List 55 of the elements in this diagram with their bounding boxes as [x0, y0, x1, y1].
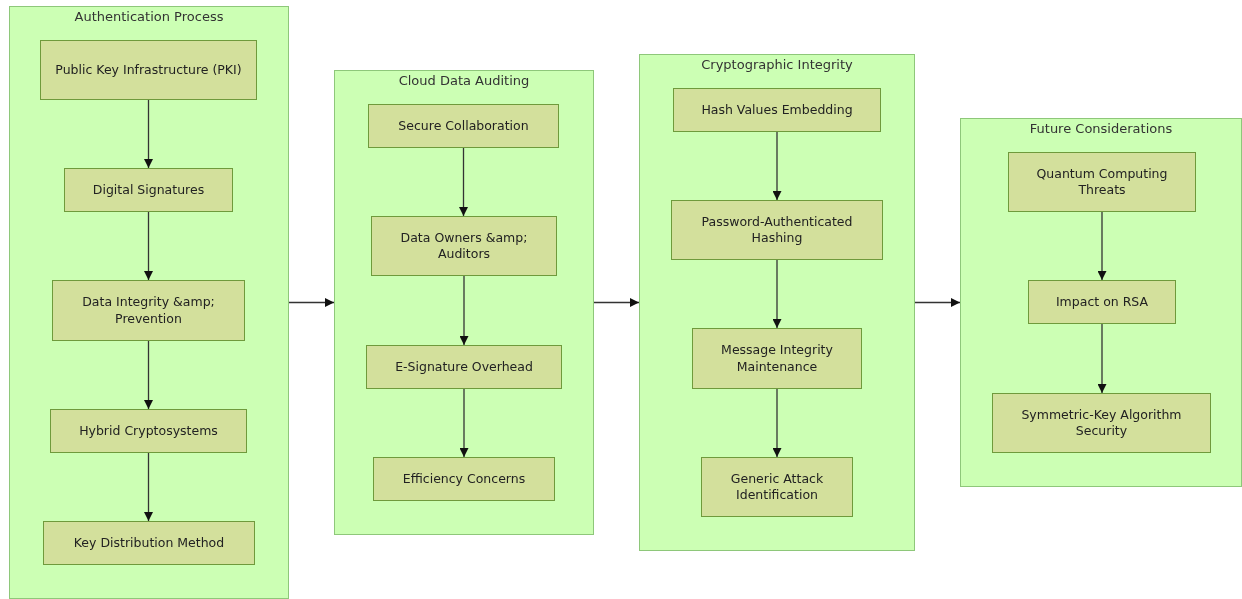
box-label: Secure Collaboration — [397, 117, 530, 135]
arrow — [772, 259, 782, 329]
arrow — [459, 147, 468, 217]
process-box — [52, 280, 245, 341]
arrow — [914, 298, 961, 307]
arrow — [1097, 323, 1107, 394]
arrow — [772, 131, 782, 201]
group-container — [334, 70, 594, 535]
process-box — [992, 393, 1211, 453]
box-label: Symmetric-Key Algorithm Security — [1020, 406, 1183, 440]
process-box — [692, 328, 862, 389]
box-label: Impact on RSA — [1054, 293, 1150, 311]
box-label: Data Integrity &amp; Prevention — [81, 294, 216, 327]
group-title: Cryptographic Integrity — [700, 57, 854, 72]
process-box — [366, 345, 562, 389]
arrow — [772, 388, 782, 458]
process-box — [671, 200, 883, 260]
arrow — [288, 298, 335, 307]
box-label: Hash Values Embedding — [700, 101, 854, 119]
box-label: Generic Attack Identification — [729, 470, 825, 504]
arrow — [144, 452, 153, 522]
box-label: Public Key Infrastructure (PKI) — [54, 61, 243, 79]
box-label: Data Owners &amp; Auditors — [399, 229, 529, 263]
group-container — [639, 54, 915, 551]
arrow — [1097, 211, 1107, 281]
arrow — [144, 340, 153, 410]
arrow — [593, 298, 640, 307]
arrow — [459, 275, 469, 346]
process-box — [368, 104, 559, 148]
group-title: Cloud Data Auditing — [397, 73, 531, 88]
group-title: Future Considerations — [1028, 121, 1174, 136]
box-label: Password-Authenticated Hashing — [700, 213, 854, 247]
process-box — [701, 457, 853, 517]
process-box — [371, 216, 557, 276]
arrow — [144, 99, 153, 169]
process-box — [1008, 152, 1196, 212]
process-box — [43, 521, 255, 565]
box-label: Hybrid Cryptosystems — [78, 422, 219, 440]
group-title: Authentication Process — [73, 9, 225, 24]
process-box — [40, 40, 257, 100]
box-label: Digital Signatures — [91, 181, 206, 199]
box-label: Efficiency Concerns — [401, 470, 527, 488]
process-box — [1028, 280, 1176, 324]
arrow — [459, 388, 469, 458]
group-container — [9, 6, 289, 599]
box-label: Quantum Computing Threats — [1035, 165, 1169, 199]
process-box — [50, 409, 247, 453]
group-container — [960, 118, 1242, 487]
box-label: Message Integrity Maintenance — [720, 342, 834, 375]
process-box — [64, 168, 233, 212]
process-box — [673, 88, 881, 132]
box-label: Key Distribution Method — [72, 534, 226, 552]
arrow — [144, 211, 153, 281]
process-box — [373, 457, 555, 501]
box-label: E-Signature Overhead — [394, 358, 534, 376]
